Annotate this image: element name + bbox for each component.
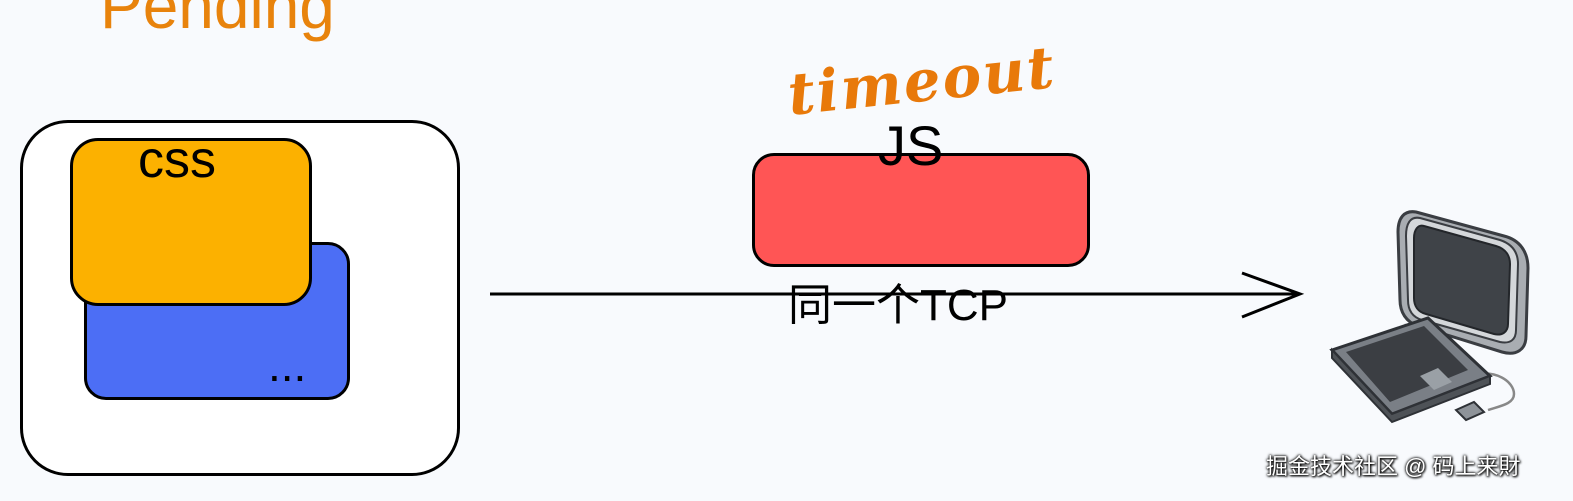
- tcp-arrowhead: [1241, 271, 1305, 319]
- css-resource-label: css: [138, 131, 216, 189]
- tcp-connection-label: 同一个TCP: [788, 281, 1008, 330]
- timeout-annotation: timeout: [784, 33, 1059, 129]
- css-resource-card: [70, 138, 312, 306]
- js-request-card: [752, 153, 1090, 267]
- watermark: 掘金技术社区 @ 码上来財: [1266, 454, 1521, 479]
- more-resources-label: ...: [268, 339, 307, 391]
- computer-icon: [1329, 210, 1530, 424]
- js-request-label: JS: [878, 114, 944, 177]
- pending-title: Pending: [100, 0, 335, 42]
